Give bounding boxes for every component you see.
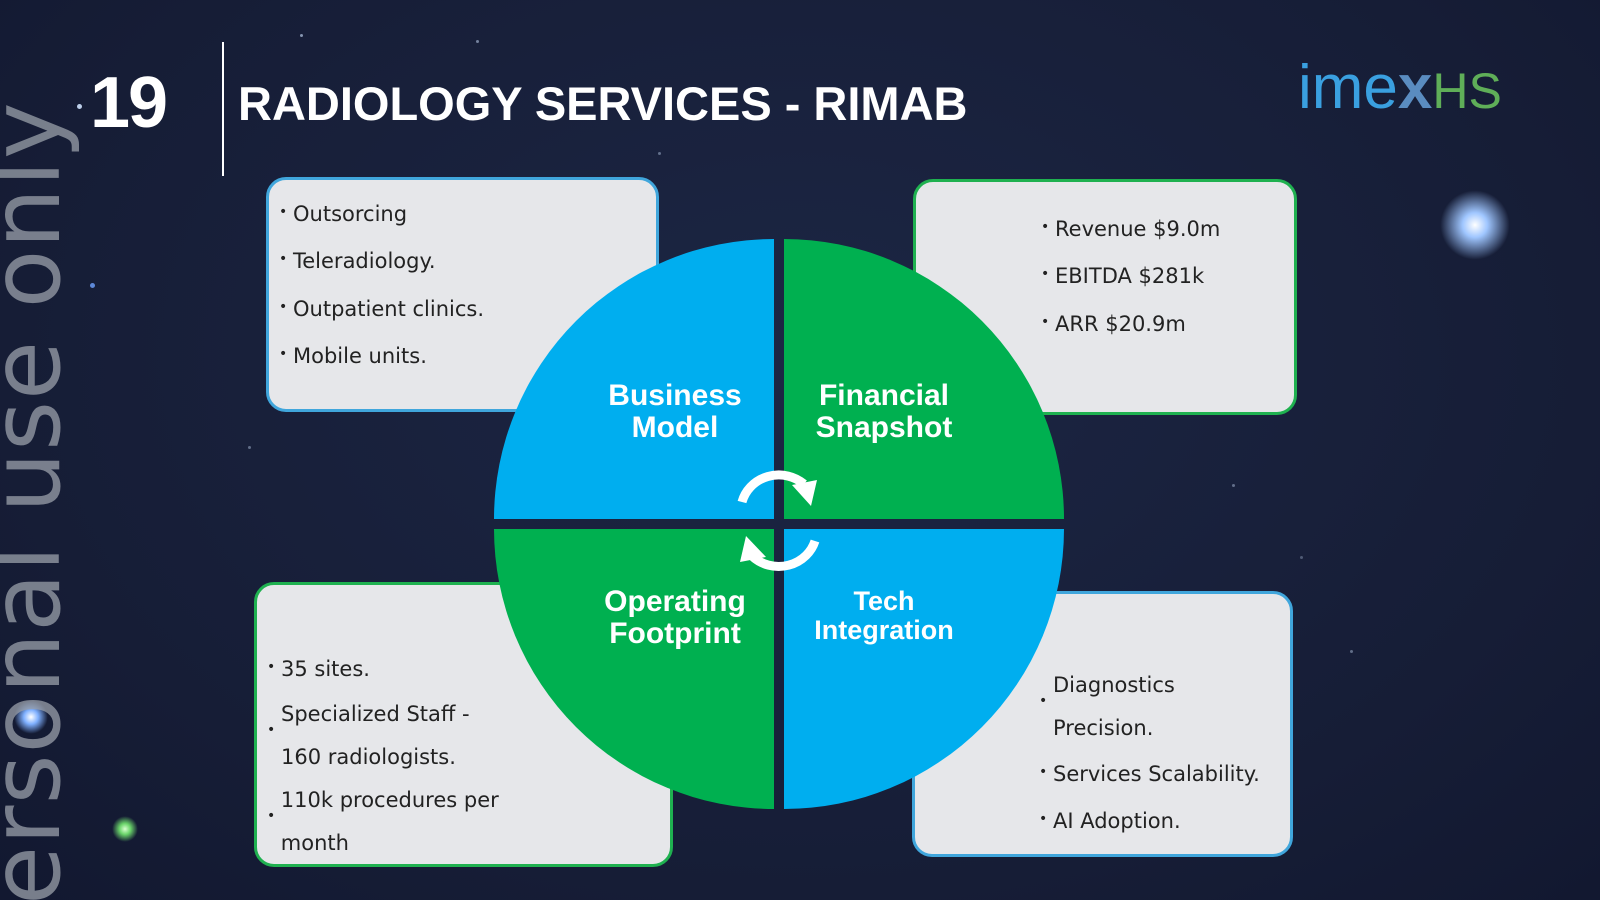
list-item: •Diagnostics Precision.	[1039, 673, 1175, 740]
business-model-label-line2: Model	[632, 411, 719, 444]
cycle-arrow-top	[737, 470, 807, 504]
star	[300, 34, 303, 37]
tech-integration-label-line1: Tech	[853, 586, 914, 616]
list-item: •EBITDA $281k	[1041, 264, 1205, 288]
list-item: •Outpatient clinics.	[279, 296, 484, 321]
logo-text-part3: HS	[1432, 63, 1502, 119]
logo-text-part2: x	[1397, 53, 1433, 122]
slide-number: 19	[90, 63, 168, 143]
watermark-text: ersonal use only	[0, 101, 82, 900]
tech-integration-label-line2: Integration	[814, 615, 954, 645]
financial-snapshot-label-line2: Snapshot	[816, 411, 953, 444]
star	[658, 152, 661, 155]
cycle-arrowhead-bottom	[740, 536, 766, 562]
star	[1300, 556, 1303, 559]
operating-footprint-label-line1: Operating	[604, 585, 746, 618]
list-item: •110k procedures per month	[267, 787, 499, 855]
quadrant-circle: Business Model Financial Snapshot Operat…	[494, 239, 1064, 809]
cycle-arrow-bottom	[750, 539, 820, 571]
list-item: •Services Scalability.	[1039, 761, 1260, 786]
page-title: RADIOLOGY SERVICES - RIMAB	[238, 77, 968, 130]
operating-footprint-list: •35 sites. •Specialized Staff - 160 radi…	[267, 645, 517, 865]
tech-integration-list: •Diagnostics Precision. •Services Scalab…	[1039, 664, 1289, 845]
star	[248, 446, 251, 449]
list-item: •Mobile units.	[279, 344, 427, 368]
operating-footprint-quadrant	[494, 529, 774, 809]
financial-snapshot-quadrant	[784, 239, 1064, 519]
list-item: •ARR $20.9m	[1041, 311, 1186, 336]
star-glow	[14, 700, 48, 734]
star	[1350, 650, 1353, 653]
star	[90, 283, 95, 288]
cycle-arrowhead-top	[792, 480, 817, 506]
star-glow	[1440, 190, 1510, 260]
financial-snapshot-label-line1: Financial	[819, 379, 949, 412]
list-item: •Revenue $9.0m	[1041, 216, 1221, 241]
logo-text-part1: ime	[1298, 53, 1398, 122]
list-item: •Outsorcing	[279, 201, 408, 226]
operating-footprint-label-line2: Footprint	[609, 617, 741, 650]
star	[1232, 484, 1235, 487]
business-model-list: •Outsorcing •Teleradiology. •Outpatient …	[279, 190, 484, 380]
tech-integration-quadrant	[784, 529, 1064, 809]
list-item: •35 sites.	[267, 656, 370, 681]
header-divider	[222, 42, 224, 176]
star-glow	[112, 816, 138, 842]
star	[77, 104, 82, 109]
star	[476, 40, 479, 43]
company-logo: imexHS	[1298, 52, 1502, 127]
business-model-quadrant	[494, 239, 774, 519]
list-item: •Teleradiology.	[279, 249, 436, 273]
list-item: •AI Adoption.	[1039, 809, 1181, 833]
quadrant-diagram: Business Model Financial Snapshot Operat…	[494, 239, 1064, 809]
financial-snapshot-list: •Revenue $9.0m •EBITDA $281k •ARR $20.9m	[1041, 205, 1220, 348]
business-model-label-line1: Business	[608, 379, 741, 412]
refresh-cycle-icon	[737, 470, 820, 571]
list-item: •Specialized Staff - 160 radiologists.	[267, 701, 470, 769]
